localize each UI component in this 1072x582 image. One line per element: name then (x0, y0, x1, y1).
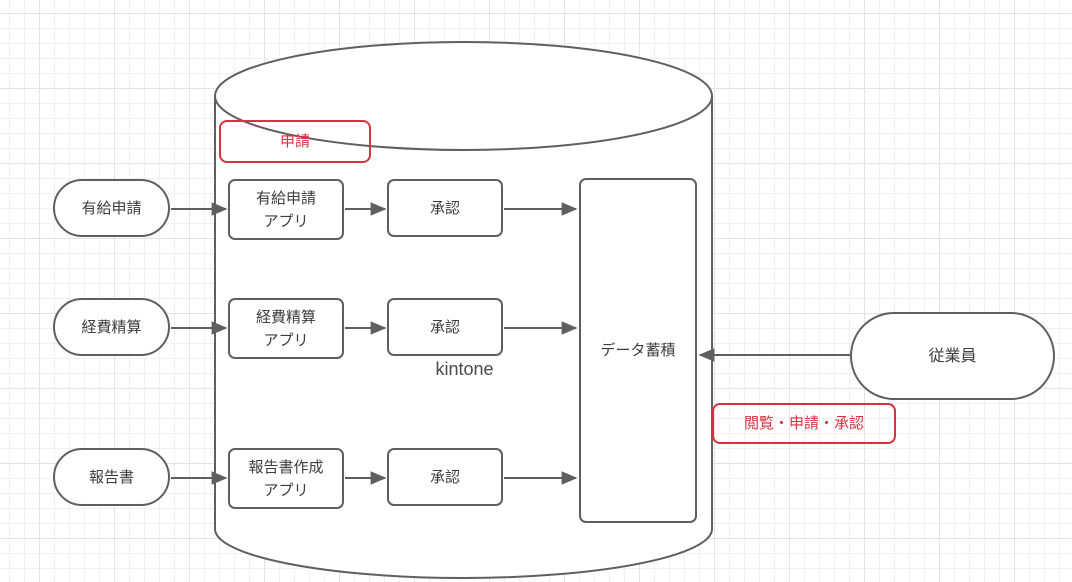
cylinder-top-ellipse (214, 41, 713, 151)
data-store-label: データ蓄積 (600, 342, 676, 359)
source-node-label: 有給申請 (81, 199, 142, 217)
annotation-request-label: 申請 (279, 133, 310, 150)
source-node-expense-settlement: 経費精算 (53, 298, 170, 356)
employee-node: 従業員 (850, 312, 1055, 400)
approval-node-1: 承認 (387, 179, 503, 237)
approval-node-label: 承認 (429, 199, 460, 217)
employee-label: 従業員 (928, 347, 977, 365)
annotation-request-box: 申請 (219, 120, 371, 163)
kintone-caption: kintone (412, 358, 517, 380)
source-node-report: 報告書 (53, 448, 170, 506)
approval-node-label: 承認 (429, 468, 460, 486)
approval-node-2: 承認 (387, 298, 503, 356)
app-node-label-line1: 報告書作成 (248, 458, 324, 476)
source-node-label: 報告書 (88, 468, 134, 486)
kintone-caption-text: kintone (435, 358, 494, 379)
approval-node-3: 承認 (387, 448, 503, 506)
annotation-browse-request-approve-label: 閲覧・申請・承認 (743, 415, 864, 432)
source-node-paid-leave-request: 有給申請 (53, 179, 170, 237)
app-node-report-creation: 報告書作成 アプリ (228, 448, 344, 509)
app-node-label-line2: アプリ (263, 212, 309, 230)
app-node-paid-leave: 有給申請 アプリ (228, 179, 344, 240)
app-node-label-line1: 有給申請 (255, 189, 316, 207)
app-node-label-line2: アプリ (263, 481, 309, 499)
source-node-label: 経費精算 (81, 318, 142, 336)
app-node-expense: 経費精算 アプリ (228, 298, 344, 359)
annotation-browse-request-approve-box: 閲覧・申請・承認 (712, 403, 896, 444)
app-node-label-line2: アプリ (263, 331, 309, 349)
data-store-node: データ蓄積 (579, 178, 697, 523)
app-node-label-line1: 経費精算 (255, 308, 316, 326)
approval-node-label: 承認 (429, 318, 460, 336)
